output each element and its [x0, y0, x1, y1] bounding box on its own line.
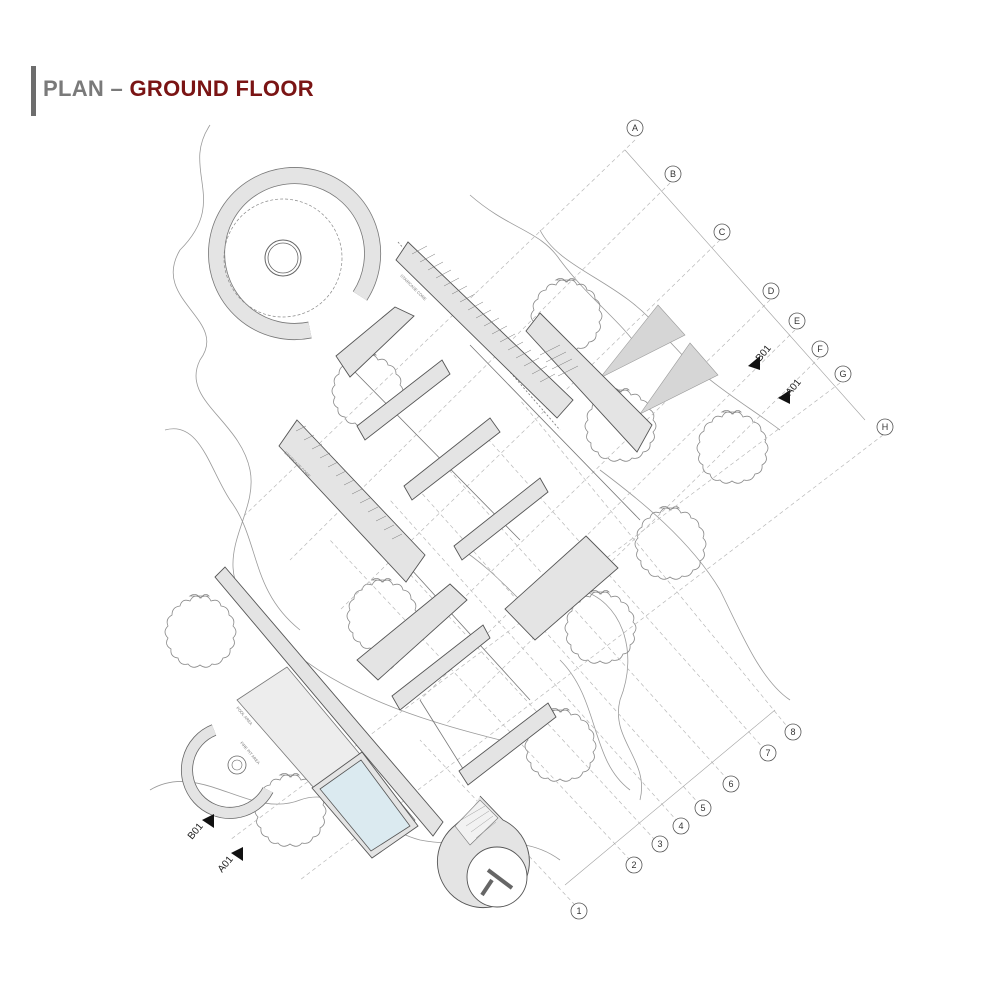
grid-bubble-8: 8 [784, 723, 802, 741]
section-arrow-icon [778, 390, 790, 404]
section-marker-a01-top: A01 [778, 377, 804, 404]
svg-text:4: 4 [678, 821, 683, 831]
wall-slab [356, 359, 451, 441]
grid-bubble-1: 1 [570, 902, 588, 920]
grid-bubbles-letters: A B C D E F G H [626, 119, 894, 436]
section-label: B01 [186, 821, 206, 842]
staircase-treads [295, 245, 579, 540]
svg-text:1: 1 [576, 906, 581, 916]
tree-icon [634, 505, 707, 580]
pool-area [236, 666, 419, 859]
solar-triangles [599, 304, 719, 415]
title-prefix: PLAN – [43, 76, 124, 101]
svg-text:A: A [632, 123, 638, 133]
section-markers: B01 A01 B01 A01 [186, 343, 804, 875]
wall-slab [403, 417, 501, 501]
grid-bubble-f: F [811, 340, 829, 358]
section-arrow-icon [231, 847, 243, 861]
wall-slab [504, 535, 619, 641]
grid-bubbles-numbers: 1 2 3 4 5 6 7 8 [570, 723, 802, 920]
grid-bubble-a: A [626, 119, 644, 137]
grid-bubble-3: 3 [651, 835, 669, 853]
svg-text:5: 5 [700, 803, 705, 813]
svg-text:2: 2 [631, 860, 636, 870]
svg-text:D: D [768, 286, 775, 296]
section-arrow-icon [748, 356, 760, 370]
swimming-pool [319, 759, 411, 852]
section-marker-a01-bottom: A01 [216, 847, 243, 875]
grid-bubble-6: 6 [722, 775, 740, 793]
u-shaped-pod [436, 795, 530, 909]
grid-bubble-h: H [876, 418, 894, 436]
page-title: PLAN – GROUND FLOOR [43, 76, 314, 102]
wall-slab [356, 583, 468, 681]
title-accent: GROUND FLOOR [129, 76, 314, 101]
dimension-lines [564, 149, 866, 886]
wall-slab [214, 566, 444, 837]
wall-slab [391, 624, 491, 711]
tree-icon [696, 409, 769, 484]
wall-slab [335, 306, 415, 378]
svg-text:3: 3 [657, 839, 662, 849]
section-label: A01 [216, 854, 236, 875]
tree-icon [164, 594, 237, 668]
svg-text:8: 8 [790, 727, 795, 737]
grid-bubble-7: 7 [759, 744, 777, 762]
svg-text:C: C [719, 227, 726, 237]
svg-text:B: B [670, 169, 676, 179]
grid-bubble-b: B [664, 165, 682, 183]
svg-text:7: 7 [765, 748, 770, 758]
section-marker-b01-bottom: B01 [186, 814, 214, 842]
building-walls [214, 241, 653, 837]
svg-text:G: G [839, 369, 846, 379]
grid-bubble-5: 5 [694, 799, 712, 817]
section-arrow-icon [202, 814, 214, 828]
title-accent-bar [31, 66, 36, 116]
section-marker-b01-top: B01 [748, 343, 774, 370]
grid-bubble-g: G [834, 365, 852, 383]
wall-slab [525, 312, 653, 453]
fire-pit [181, 724, 274, 819]
grid-bubble-4: 4 [672, 817, 690, 835]
wall-slab [395, 241, 574, 419]
svg-text:F: F [817, 344, 823, 354]
wall-slab [458, 702, 557, 786]
wall-slab [453, 477, 549, 561]
svg-text:H: H [882, 422, 889, 432]
svg-text:6: 6 [728, 779, 733, 789]
grid-bubble-d: D [762, 282, 780, 300]
svg-text:E: E [794, 316, 800, 326]
grid-bubble-2: 2 [625, 856, 643, 874]
grid-bubble-e: E [788, 312, 806, 330]
circular-courtyard [208, 167, 382, 341]
wall-slab [278, 419, 426, 583]
grid-bubble-c: C [713, 223, 731, 241]
